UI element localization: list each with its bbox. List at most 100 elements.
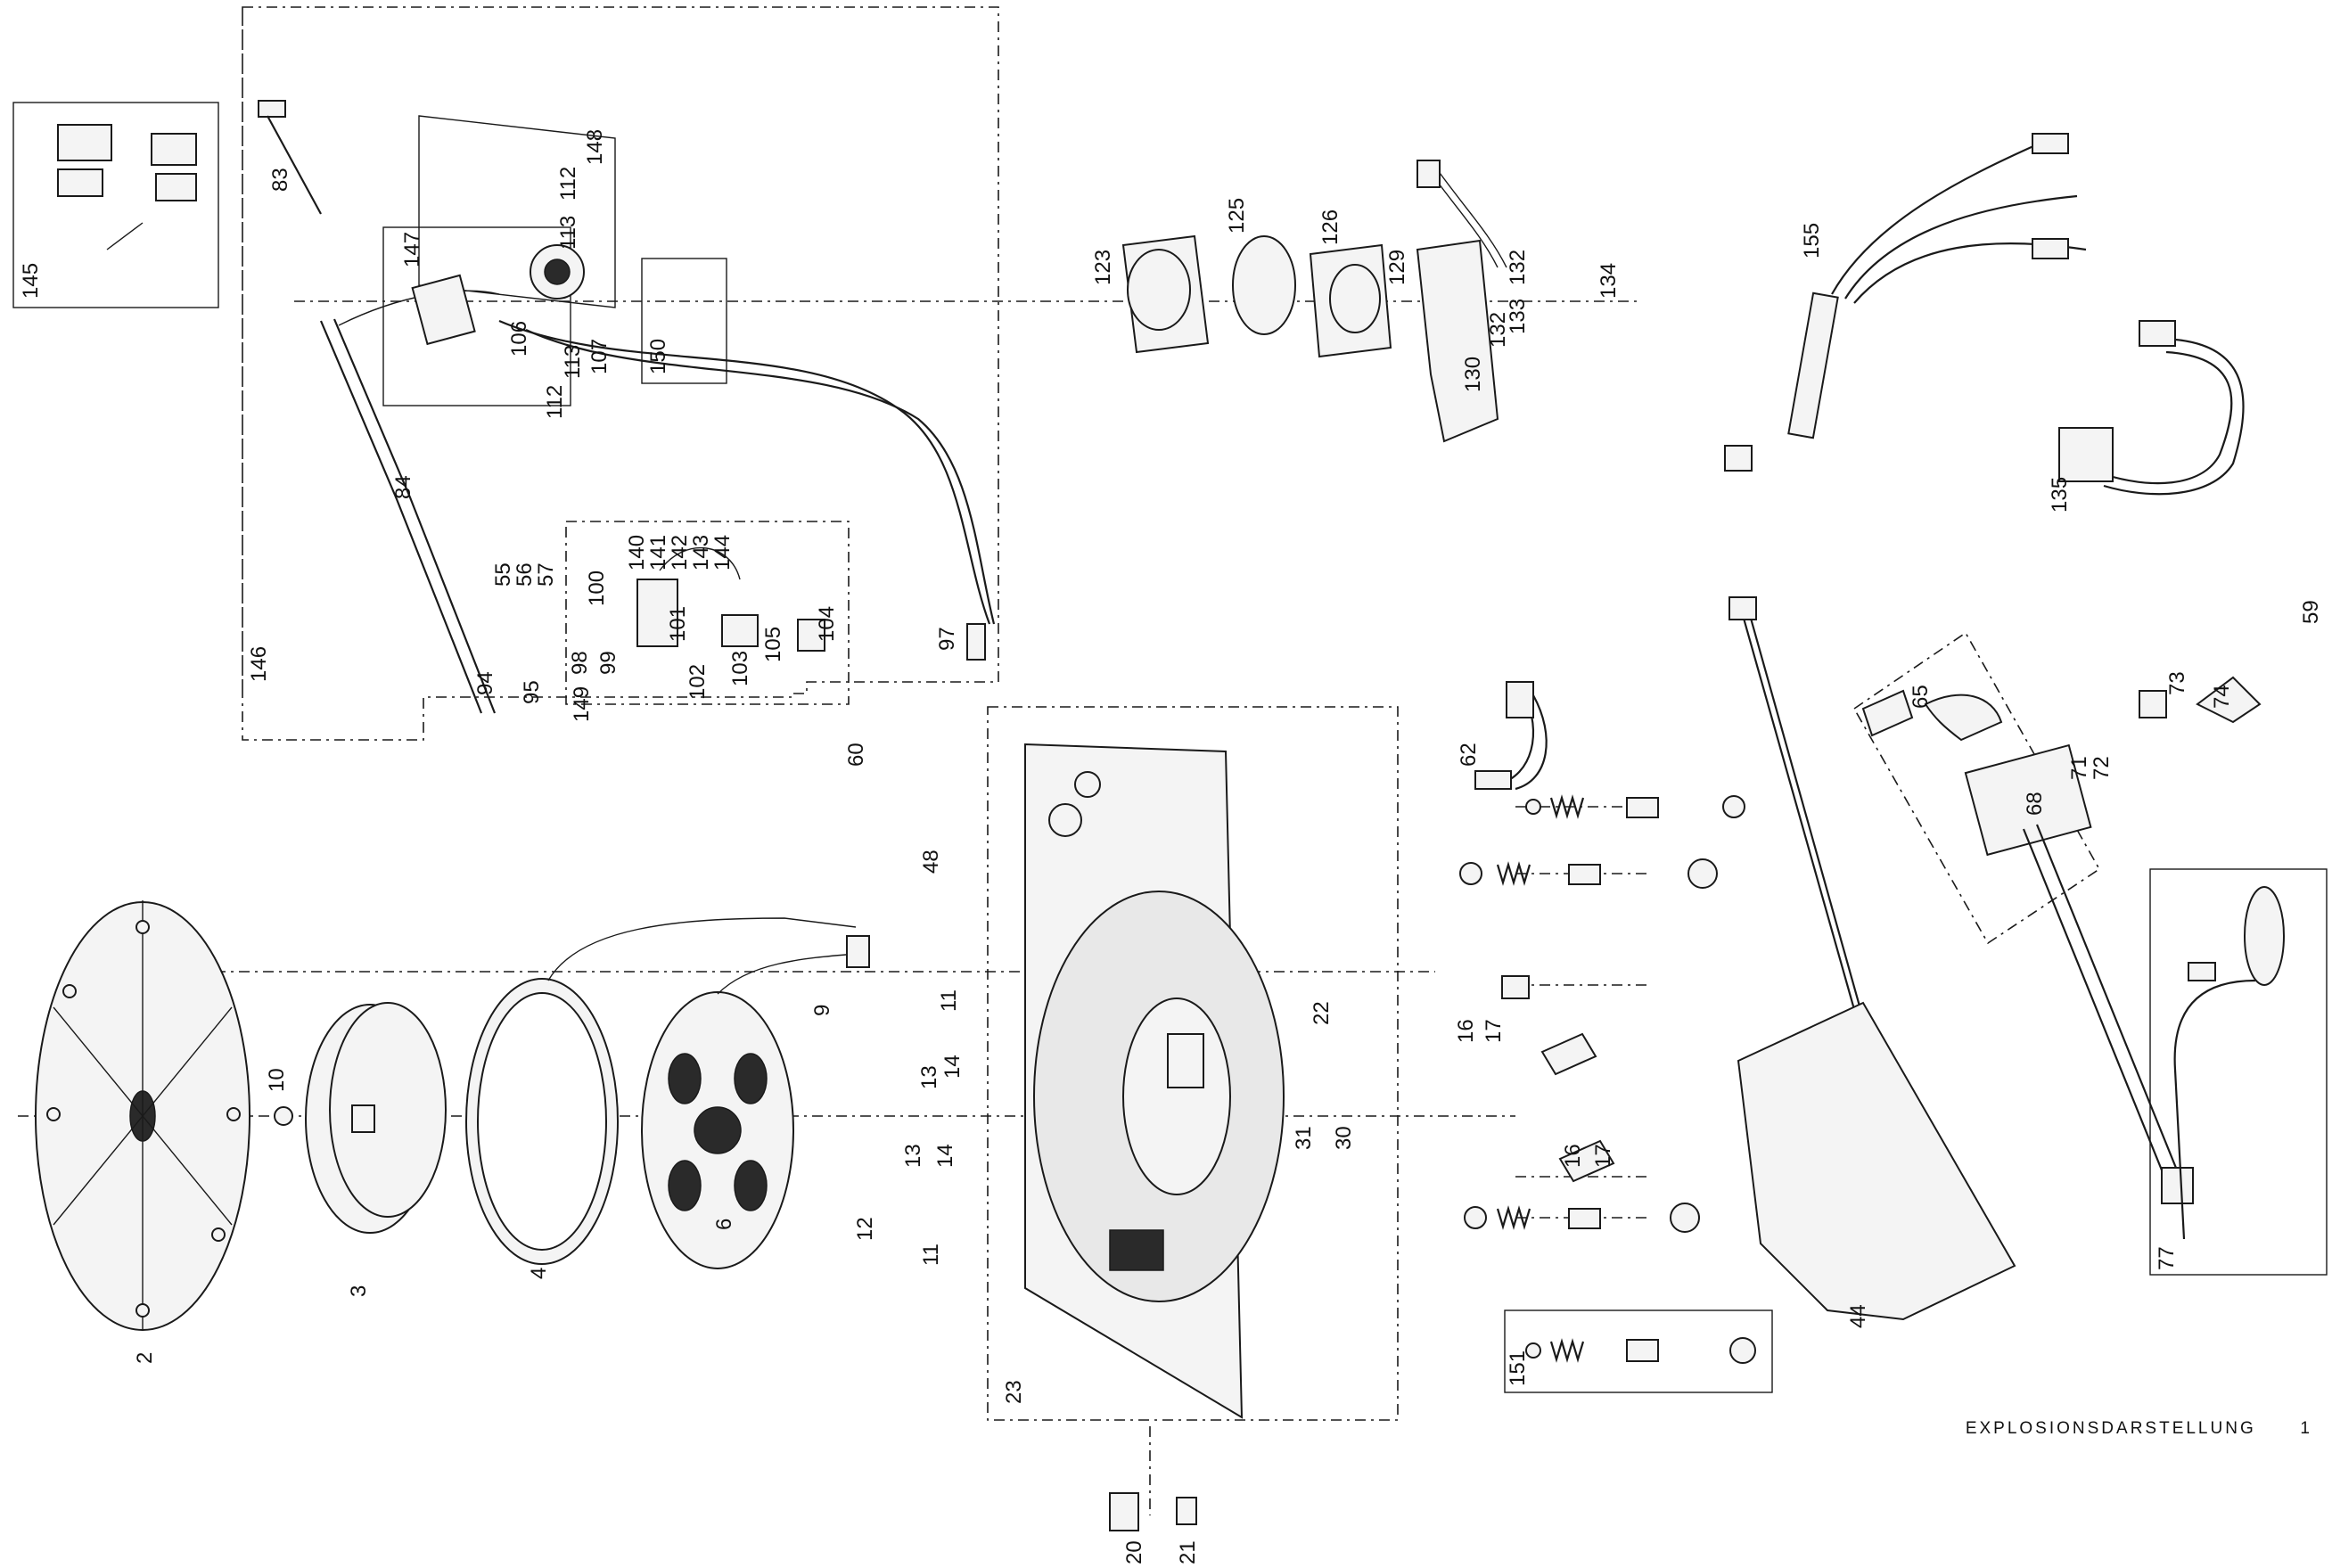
ring xyxy=(465,917,857,1265)
box-77 xyxy=(2149,868,2328,1276)
part-145 xyxy=(57,124,197,250)
label-97: 97 xyxy=(935,627,959,651)
label-112b: 112 xyxy=(543,385,567,419)
group-boxes xyxy=(12,6,2328,1421)
bottom-plates xyxy=(1109,1426,1197,1531)
label-44: 44 xyxy=(1846,1304,1870,1328)
label-141: 141 xyxy=(646,535,670,571)
label-149: 149 xyxy=(570,686,594,722)
box-147-106 xyxy=(382,226,571,406)
box-44-68 xyxy=(1852,631,2101,945)
box-150 xyxy=(641,258,727,384)
plug-assembly-62 xyxy=(1474,681,1548,791)
label-11b: 11 xyxy=(919,1244,943,1266)
box-23 xyxy=(987,706,1399,1421)
label-134: 134 xyxy=(1597,263,1621,299)
label-145: 145 xyxy=(19,263,43,299)
label-126: 126 xyxy=(1318,209,1343,245)
label-113b: 113 xyxy=(561,345,585,379)
label-100: 100 xyxy=(585,571,609,606)
label-123: 123 xyxy=(1091,250,1115,285)
chassis-plate xyxy=(1024,743,1285,1419)
label-102: 102 xyxy=(686,664,710,700)
label-2: 2 xyxy=(133,1352,157,1364)
label-143: 143 xyxy=(689,535,713,571)
label-72: 72 xyxy=(2090,756,2114,780)
label-112a: 112 xyxy=(556,167,580,201)
label-9: 9 xyxy=(810,1005,834,1016)
label-11a: 11 xyxy=(937,989,961,1012)
label-95: 95 xyxy=(520,680,544,704)
label-83: 83 xyxy=(268,168,292,192)
label-60: 60 xyxy=(844,743,868,767)
arm-base xyxy=(1861,676,2262,1204)
platter xyxy=(35,900,250,1331)
label-125: 125 xyxy=(1225,198,1249,234)
label-142: 142 xyxy=(668,535,692,571)
label-22: 22 xyxy=(1310,1001,1334,1025)
cable-44 xyxy=(1728,596,2016,1321)
lift-assembly xyxy=(636,546,825,652)
box-145 xyxy=(12,102,219,308)
label-74: 74 xyxy=(2210,685,2234,709)
cable-155 xyxy=(1724,133,2087,472)
label-31: 31 xyxy=(1292,1126,1316,1150)
part-labels: 2 3 4 6 9 10 11 11 12 13 14 13 14 16 17 … xyxy=(19,129,2323,1564)
label-16a: 16 xyxy=(1454,1019,1478,1043)
stator xyxy=(641,935,870,1269)
box-148 xyxy=(418,115,616,308)
label-13b: 13 xyxy=(901,1144,925,1168)
label-48: 48 xyxy=(919,850,943,874)
label-130: 130 xyxy=(1461,357,1485,392)
label-94: 94 xyxy=(473,671,497,695)
caption-title: EXPLOSIONSDARSTELLUNG xyxy=(1965,1419,2256,1438)
page-caption: EXPLOSIONSDARSTELLUNG 1 xyxy=(1966,1419,2312,1439)
label-73: 73 xyxy=(2165,671,2189,695)
box-149 xyxy=(565,521,850,705)
label-62: 62 xyxy=(1457,743,1481,767)
label-14a: 14 xyxy=(940,1055,965,1079)
label-98: 98 xyxy=(568,651,592,675)
label-148: 148 xyxy=(583,129,607,165)
label-13a: 13 xyxy=(917,1065,941,1089)
label-20: 20 xyxy=(1122,1540,1146,1564)
label-144: 144 xyxy=(710,535,735,571)
label-30: 30 xyxy=(1332,1126,1356,1150)
label-12: 12 xyxy=(853,1217,877,1241)
box-146 xyxy=(242,6,999,741)
label-101: 101 xyxy=(666,606,690,642)
label-4: 4 xyxy=(527,1268,551,1279)
label-103: 103 xyxy=(728,651,752,686)
label-132b: 132 xyxy=(1486,312,1510,348)
label-17b: 17 xyxy=(1591,1144,1615,1168)
label-77: 77 xyxy=(2155,1246,2179,1270)
label-150: 150 xyxy=(646,339,670,374)
label-17a: 17 xyxy=(1482,1019,1506,1043)
label-21: 21 xyxy=(1176,1540,1200,1564)
label-6: 6 xyxy=(712,1219,736,1230)
head-assembly xyxy=(1121,160,1507,443)
label-107: 107 xyxy=(587,339,612,374)
label-71: 71 xyxy=(2067,756,2091,780)
label-146: 146 xyxy=(247,646,271,682)
label-65: 65 xyxy=(1909,685,1933,709)
label-147: 147 xyxy=(400,232,424,267)
label-84: 84 xyxy=(391,475,415,499)
label-57: 57 xyxy=(534,562,558,587)
box-151 xyxy=(1504,1309,1773,1393)
label-104: 104 xyxy=(815,606,839,642)
label-59: 59 xyxy=(2299,600,2323,624)
label-23: 23 xyxy=(1002,1380,1026,1404)
label-155: 155 xyxy=(1800,223,1824,259)
label-56: 56 xyxy=(513,562,537,587)
label-132a: 132 xyxy=(1506,250,1530,285)
label-3: 3 xyxy=(347,1285,371,1297)
label-10: 10 xyxy=(265,1068,289,1092)
damper-rows xyxy=(1459,794,1756,1364)
cable-135 xyxy=(2058,320,2245,496)
label-14b: 14 xyxy=(933,1144,957,1168)
label-68: 68 xyxy=(2023,792,2047,816)
label-99: 99 xyxy=(596,651,620,675)
rotor xyxy=(274,1002,447,1234)
